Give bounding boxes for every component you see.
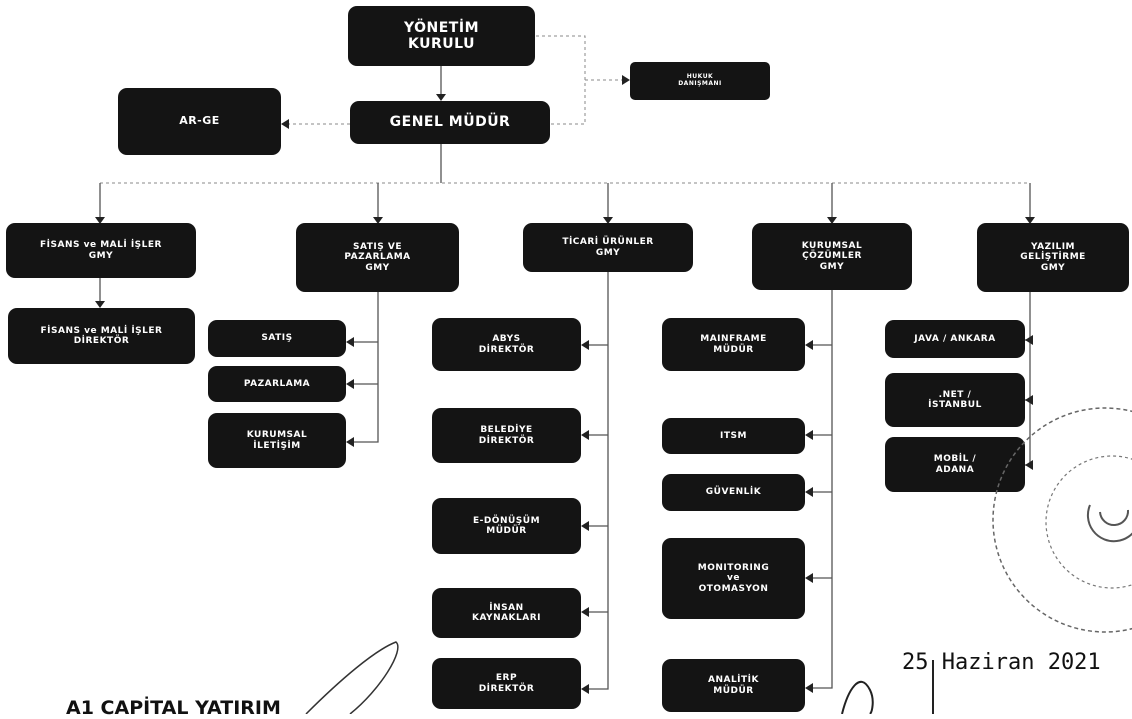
board-box: YÖNETİM KURULU [348, 6, 535, 66]
board-label: YÖNETİM KURULU [403, 19, 479, 52]
software-gmy-label: YAZILIM GELİŞTİRME GMY [1020, 241, 1086, 273]
finance-director-label: FİSANS ve MALİ İŞLER DİREKTÖR [40, 325, 163, 346]
sales-unit-label: SATIŞ [261, 333, 293, 344]
finance-director-box: FİSANS ve MALİ İŞLER DİREKTÖR [8, 308, 195, 364]
human-resources-label: İNSAN KAYNAKLARI [471, 602, 542, 623]
dotnet-istanbul-box: .NET / İSTANBUL [885, 373, 1025, 427]
abys-director-label: ABYS DİREKTÖR [478, 334, 535, 355]
commercial-gmy-box: TİCARİ ÜRÜNLER GMY [523, 223, 693, 272]
marketing-unit-label: PAZARLAMA [243, 378, 311, 389]
security-label: GÜVENLİK [705, 487, 762, 498]
corporate-gmy-label: KURUMSAL ÇÖZÜMLER GMY [801, 240, 863, 272]
java-ankara-label: JAVA / ANKARA [914, 333, 996, 344]
general-manager-label: GENEL MÜDÜR [389, 114, 511, 131]
itsm-box: ITSM [662, 418, 805, 454]
corporate-communication-label: KURUMSAL İLETİŞİM [246, 430, 308, 451]
mobile-adana-box: MOBİL / ADANA [885, 437, 1025, 492]
general-manager-box: GENEL MÜDÜR [350, 101, 550, 144]
dotnet-istanbul-label: .NET / İSTANBUL [928, 389, 982, 410]
itsm-label: ITSM [720, 430, 747, 441]
analytics-manager-box: ANALİTİK MÜDÜR [662, 659, 805, 712]
e-transformation-manager-box: E-DÖNÜŞÜM MÜDÜR [432, 498, 581, 554]
stamp-date: 25 Haziran 2021 [902, 650, 1101, 675]
sales-gmy-label: SATIŞ VE PAZARLAMA GMY [344, 241, 411, 273]
erp-director-box: ERP DİREKTÖR [432, 658, 581, 709]
rnd-label: AR-GE [179, 114, 220, 128]
erp-director-label: ERP DİREKTÖR [478, 673, 535, 694]
finance-gmy-box: FİSANS ve MALİ İŞLER GMY [6, 223, 196, 278]
sales-unit-box: SATIŞ [208, 320, 346, 357]
finance-gmy-label: FİSANS ve MALİ İŞLER GMY [40, 240, 162, 261]
mobile-adana-label: MOBİL / ADANA [933, 454, 977, 475]
municipality-director-box: BELEDİYE DİREKTÖR [432, 408, 581, 463]
mainframe-manager-box: MAINFRAME MÜDÜR [662, 318, 805, 371]
commercial-gmy-label: TİCARİ ÜRÜNLER GMY [562, 237, 654, 258]
mainframe-manager-label: MAINFRAME MÜDÜR [700, 334, 767, 355]
rnd-box: AR-GE [118, 88, 281, 155]
analytics-manager-label: ANALİTİK MÜDÜR [707, 675, 759, 696]
corporate-gmy-box: KURUMSAL ÇÖZÜMLER GMY [752, 223, 912, 290]
marketing-unit-box: PAZARLAMA [208, 366, 346, 402]
monitoring-automation-box: MONITORING ve OTOMASYON [662, 538, 805, 619]
security-box: GÜVENLİK [662, 474, 805, 511]
legal-counsel-box: HUKUK DANIŞMANI [630, 62, 770, 100]
java-ankara-box: JAVA / ANKARA [885, 320, 1025, 358]
abys-director-box: ABYS DİREKTÖR [432, 318, 581, 371]
software-gmy-box: YAZILIM GELİŞTİRME GMY [977, 223, 1129, 292]
monitoring-automation-label: MONITORING ve OTOMASYON [697, 562, 770, 594]
company-name: A1 CAPİTAL YATIRIM [66, 697, 281, 719]
e-transformation-manager-label: E-DÖNÜŞÜM MÜDÜR [472, 515, 541, 536]
legal-counsel-label: HUKUK DANIŞMANI [678, 73, 722, 87]
corporate-communication-box: KURUMSAL İLETİŞİM [208, 413, 346, 468]
municipality-director-label: BELEDİYE DİREKTÖR [478, 425, 535, 446]
sales-gmy-box: SATIŞ VE PAZARLAMA GMY [296, 223, 459, 292]
human-resources-box: İNSAN KAYNAKLARI [432, 588, 581, 638]
